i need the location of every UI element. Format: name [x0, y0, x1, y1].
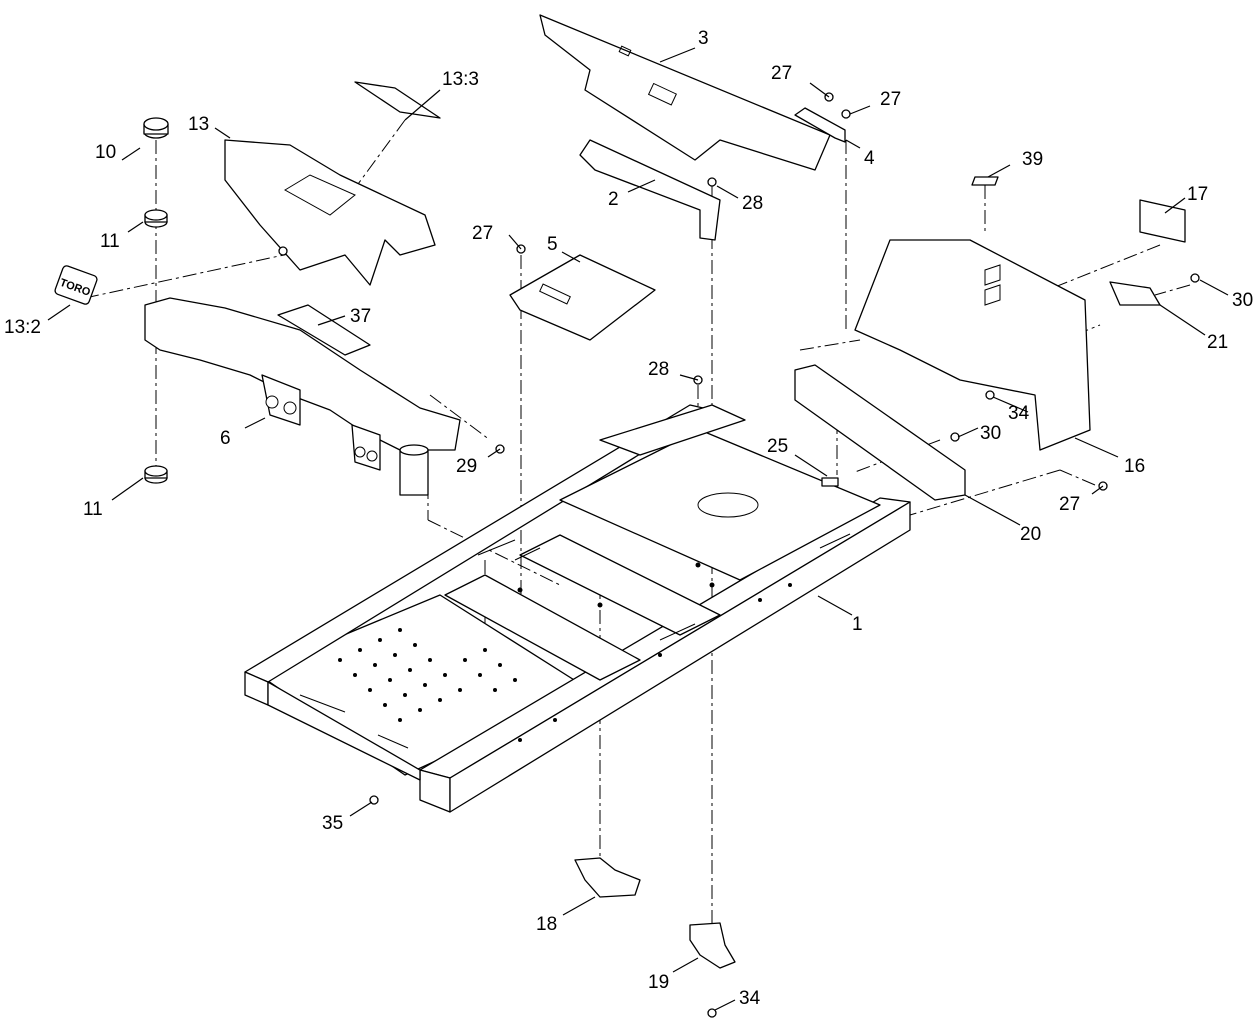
- decal-part-13-3: [354, 81, 441, 119]
- decal-part-25: [821, 477, 839, 487]
- pad-part-37: [277, 304, 371, 356]
- label-part-10: 10: [95, 142, 116, 163]
- label-part-30-b: 30: [980, 423, 1001, 444]
- rear-frame-part-16: [854, 239, 1091, 451]
- label-part-29: 29: [456, 456, 477, 477]
- cover-part-13: [224, 139, 436, 286]
- label-part-4: 4: [864, 148, 875, 169]
- label-part-17: 17: [1187, 184, 1208, 205]
- label-part-1: 1: [852, 614, 863, 635]
- arm-part-6: [144, 297, 461, 471]
- label-part-27-c: 27: [472, 223, 493, 244]
- bracket-part-21: [1109, 281, 1161, 306]
- cap-part-10: [143, 117, 169, 139]
- label-part-28-b: 28: [648, 359, 669, 380]
- post-part-6-spindle: [399, 444, 429, 496]
- main-frame-part-1: [244, 404, 911, 813]
- label-part-2: 2: [608, 189, 619, 210]
- label-part-5: 5: [547, 234, 558, 255]
- label-part-25: 25: [767, 436, 788, 457]
- label-part-37: 37: [350, 306, 371, 327]
- bearing-part-11-lower: [144, 465, 168, 484]
- label-part-28-a: 28: [742, 193, 763, 214]
- label-part-27-a: 27: [771, 63, 792, 84]
- label-part-18: 18: [536, 914, 557, 935]
- label-part-6: 6: [220, 428, 231, 449]
- label-part-34-b: 34: [739, 988, 761, 1009]
- label-part-35: 35: [322, 813, 343, 834]
- support-bracket-part-3: [539, 14, 831, 171]
- label-part-27-d: 27: [1059, 494, 1080, 515]
- label-part-34-a: 34: [1008, 403, 1030, 424]
- decal-part-39: [971, 176, 999, 186]
- leader-lines: [47, 47, 1229, 1011]
- bearing-part-11-upper: [144, 209, 168, 228]
- decal-part-17: [1139, 199, 1186, 243]
- label-part-3: 3: [698, 28, 709, 49]
- label-part-30-a: 30: [1232, 290, 1253, 311]
- bracket-part-2: [579, 139, 721, 241]
- label-part-11-lower: 11: [83, 499, 103, 520]
- bracket-part-19: [689, 922, 736, 969]
- label-part-21: 21: [1207, 332, 1228, 353]
- label-part-19: 19: [648, 972, 669, 993]
- label-part-13-3: 13:3: [442, 69, 479, 90]
- label-part-13-2: 13:2: [4, 317, 41, 338]
- label-part-13: 13: [188, 114, 209, 135]
- label-part-27-b: 27: [880, 89, 901, 110]
- bracket-part-18: [574, 857, 641, 898]
- callout-labels: 1 2 3 4 5 6 10 11 11 13 13:2 13:3 16 17 …: [4, 28, 1253, 1009]
- bracket-part-4: [794, 107, 846, 143]
- plate-part-5: [509, 254, 656, 341]
- label-part-20: 20: [1020, 524, 1041, 545]
- label-part-39: 39: [1022, 149, 1043, 170]
- label-part-11-upper: 11: [100, 231, 120, 252]
- decal-part-13-2: TORO: [54, 265, 98, 305]
- label-part-16: 16: [1124, 456, 1145, 477]
